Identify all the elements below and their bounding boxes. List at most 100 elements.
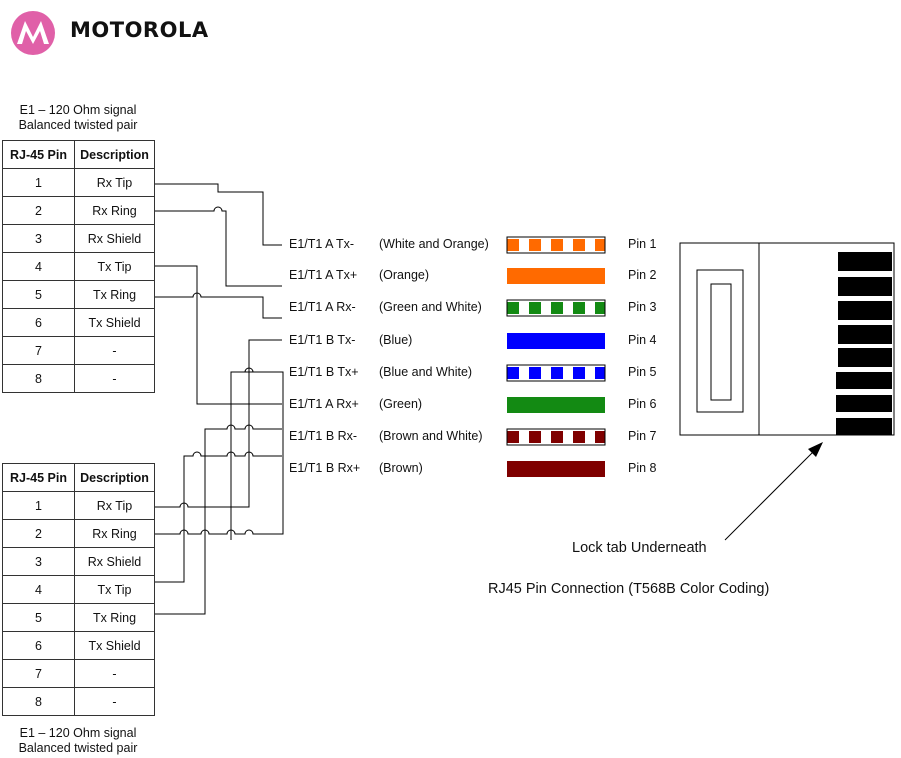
pin-label: Pin 3 — [628, 300, 657, 314]
solid-segment — [507, 397, 605, 413]
header-description: Description — [74, 140, 155, 169]
top-caption: E1 – 120 Ohm signal Balanced twisted pai… — [0, 103, 158, 133]
stripe-segment — [529, 367, 541, 379]
wire-top-tx-ring — [155, 292, 282, 319]
stripe-border — [506, 428, 606, 446]
signal-label: E1/T1 B Rx+ — [289, 461, 361, 475]
stripe-segment — [507, 367, 519, 379]
description-cell: Tx Tip — [74, 252, 155, 281]
description-cell: Tx Ring — [74, 603, 155, 632]
pin-label: Pin 6 — [628, 397, 657, 411]
top-caption-line1: E1 – 120 Ohm signal — [19, 103, 137, 117]
contact-pin-4 — [838, 325, 892, 344]
contact-pin-6 — [836, 372, 892, 389]
color-name-label: (Blue and White) — [379, 365, 473, 379]
header-rj45-pin: RJ-45 Pin — [2, 463, 75, 492]
arrow-head-icon — [808, 442, 823, 457]
color-name-label: (Green) — [379, 397, 423, 411]
wire-color-bar — [506, 364, 606, 382]
stripe-segment — [551, 302, 563, 314]
stripe-segment — [573, 302, 585, 314]
table-header-row: RJ-45 Pin Description — [2, 140, 155, 169]
color-name-label: (Brown) — [379, 461, 423, 475]
stripe-segment — [507, 302, 519, 314]
wire-top-rx-ring — [155, 206, 282, 287]
stripe-segment — [595, 367, 605, 379]
stripe-border — [506, 299, 606, 317]
brand-name: MOTOROLA — [70, 18, 209, 42]
contact-pin-5 — [838, 348, 892, 367]
wire-color-bar — [507, 333, 605, 349]
table-row: 8- — [2, 687, 155, 716]
rj45-connector — [679, 242, 895, 541]
bottom-caption-line2: Balanced twisted pair — [18, 741, 138, 755]
table-row: 7- — [2, 659, 155, 688]
stripe-segment — [573, 431, 585, 443]
color-name-label: (White and Orange) — [379, 237, 489, 251]
pin-cell: 8 — [2, 364, 75, 393]
wire-top-tx-tip — [155, 265, 282, 405]
description-cell: Rx Tip — [74, 491, 155, 520]
table-header-row: RJ-45 Pin Description — [2, 463, 155, 492]
signal-label: E1/T1 A Tx- — [289, 237, 355, 251]
contact-pin-2 — [838, 277, 892, 296]
bottom-caption: E1 – 120 Ohm signal Balanced twisted pai… — [0, 726, 158, 756]
wire-color-bar — [507, 461, 605, 477]
contact-pin-7 — [836, 395, 892, 412]
color-bars — [506, 236, 606, 477]
connector-caption: RJ45 Pin Connection (T568B Color Coding) — [488, 581, 770, 597]
description-cell: - — [74, 659, 155, 688]
pin-cell: 7 — [2, 336, 75, 365]
wire-top-rx-tip — [155, 183, 282, 246]
wire-color-bar — [507, 397, 605, 413]
header-rj45-pin: RJ-45 Pin — [2, 140, 75, 169]
signal-label: E1/T1 B Tx- — [289, 333, 356, 347]
table-row: 7- — [2, 336, 155, 365]
lock-tab-label: Lock tab Underneath — [572, 540, 707, 556]
bottom-caption-line1: E1 – 120 Ohm signal — [19, 726, 137, 740]
pin-cell: 5 — [2, 603, 75, 632]
table-row: 8- — [2, 364, 155, 393]
signal-label: E1/T1 B Tx+ — [289, 365, 359, 379]
contact-pin-1 — [838, 252, 892, 271]
stripe-segment — [551, 431, 563, 443]
stripe-segment — [573, 239, 585, 251]
motorola-emblem-icon — [11, 11, 55, 55]
solid-segment — [507, 333, 605, 349]
solid-segment — [507, 461, 605, 477]
pin-label: Pin 4 — [628, 333, 657, 347]
description-cell: Tx Shield — [74, 308, 155, 337]
wire-color-bar — [506, 236, 606, 254]
wire-connector-rx-plus — [230, 371, 245, 404]
color-name-label: (Brown and White) — [379, 429, 483, 443]
stripe-segment — [573, 367, 585, 379]
signal-label: E1/T1 A Rx+ — [289, 397, 359, 411]
description-cell: - — [74, 687, 155, 716]
pin-cell: 3 — [2, 224, 75, 253]
pin-label: Pin 8 — [628, 461, 657, 475]
stripe-segment — [529, 239, 541, 251]
stripe-segment — [529, 302, 541, 314]
color-name-label: (Blue) — [379, 333, 413, 347]
contact-pin-8 — [836, 418, 892, 435]
stripe-segment — [595, 239, 605, 251]
description-cell: Rx Ring — [74, 196, 155, 225]
wire-color-bar — [506, 299, 606, 317]
wire-color-bar — [506, 428, 606, 446]
description-cell: Tx Ring — [74, 280, 155, 309]
top-caption-line2: Balanced twisted pair — [18, 118, 138, 132]
signal-label: E1/T1 B Rx- — [289, 429, 358, 443]
pin-cell: 8 — [2, 687, 75, 716]
signal-label: E1/T1 A Tx+ — [289, 268, 358, 282]
signal-label: E1/T1 A Rx- — [289, 300, 356, 314]
wire-bottom-rx-ring — [155, 367, 284, 535]
stripe-segment — [595, 431, 605, 443]
color-name-label: (Orange) — [379, 268, 430, 282]
